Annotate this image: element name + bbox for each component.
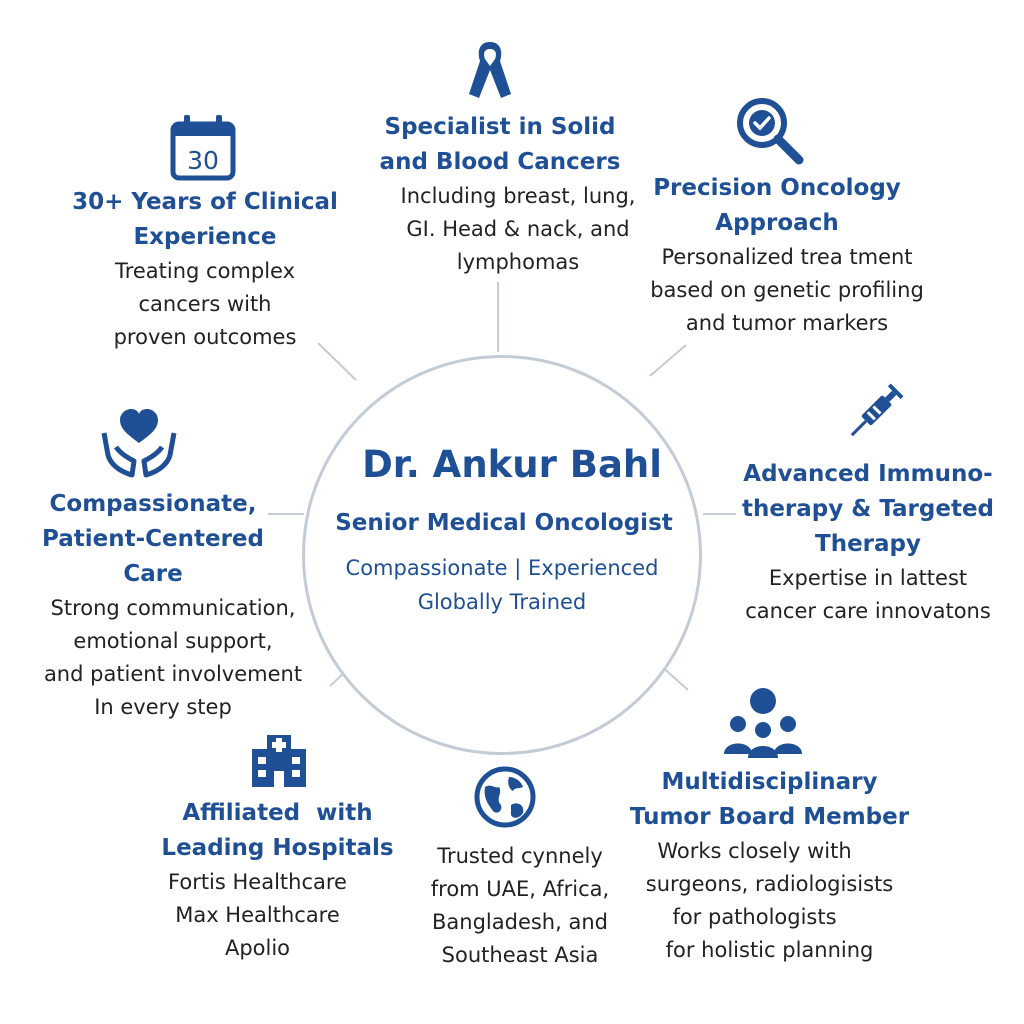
tagline-1: Compassionate | Experienced xyxy=(345,556,659,580)
body-line: and tumor markers xyxy=(685,311,889,335)
body-line: from UAE, Africa, xyxy=(430,877,610,901)
body-line: Works closely with xyxy=(657,839,852,863)
body-line: Including breast, lung, xyxy=(400,184,636,208)
body-line: based on genetic profiling xyxy=(650,278,924,302)
connector-line xyxy=(317,342,357,381)
globe-icon xyxy=(474,766,536,828)
heading-line: Tumor Board Member xyxy=(629,804,910,830)
hospitals-block: Affiliated with Leading Hospitals Fortis… xyxy=(135,796,420,965)
heading-line: Approach xyxy=(715,210,839,236)
heading-line: Experience xyxy=(133,224,277,250)
immunotherapy-body: Expertise in lattest cancer care innovat… xyxy=(718,562,1018,628)
heading-line: Leading Hospitals xyxy=(161,835,394,861)
tumor-board-body: Works closely with surgeons, radiologisi… xyxy=(612,835,927,967)
body-line: Apolio xyxy=(224,936,291,960)
connector-line xyxy=(649,344,687,377)
body-line: cancers with xyxy=(138,292,272,316)
syringe-icon xyxy=(850,383,904,437)
body-line: and patient involvement xyxy=(43,662,303,686)
heading-line: and Blood Cancers xyxy=(379,149,621,175)
heading-line: Multidisciplinary xyxy=(661,769,878,795)
heading-line: Specialist in Solid xyxy=(384,114,616,140)
heading-line: Care xyxy=(123,561,183,587)
hospitals-body: Fortis Healthcare Max Healthcare Apolio xyxy=(135,866,420,965)
body-line: Max Healthcare xyxy=(175,903,340,927)
heading-line: Therapy xyxy=(815,531,921,557)
heading-line: Patient-Centered xyxy=(41,526,264,552)
doctor-name: Dr. Ankur Bahl xyxy=(362,443,662,486)
body-line: lymphomas xyxy=(456,250,580,274)
body-line: Fortis Healthcare xyxy=(168,870,347,894)
doctor-title: Senior Medical Oncologist xyxy=(335,510,673,536)
global-block: Trusted cynnely from UAE, Africa, Bangla… xyxy=(395,840,645,972)
experience-heading: 30+ Years of Clinical Experience xyxy=(50,185,360,255)
body-line: Expertise in lattest xyxy=(768,566,968,590)
body-line: Trusted cynnely xyxy=(437,844,603,868)
calendar-icon: 30 xyxy=(170,115,236,181)
tumor-board-block: Multidisciplinary Tumor Board Member Wor… xyxy=(612,765,927,967)
body-line: Strong communication, xyxy=(50,596,296,620)
body-line: Treating complex xyxy=(114,259,296,283)
heart-hands-icon xyxy=(101,409,177,478)
precision-body: Personalized trea tment based on genetic… xyxy=(622,241,932,340)
compassion-heading: Compassionate, Patient-Centered Care xyxy=(18,487,328,592)
center-circle xyxy=(302,355,702,755)
immunotherapy-block: Advanced Immuno- therapy & Targeted Ther… xyxy=(718,457,1018,628)
heading-line: therapy & Targeted xyxy=(741,496,995,522)
experience-body: Treating complex cancers with proven out… xyxy=(50,255,360,354)
specialist-heading: Specialist in Solid and Blood Cancers xyxy=(340,110,660,180)
precision-block: Precision Oncology Approach Personalized… xyxy=(622,171,932,340)
body-line: emotional support, xyxy=(73,629,273,653)
ribbon-icon xyxy=(469,42,511,98)
body-line: for holistic planning xyxy=(665,938,874,962)
immunotherapy-heading: Advanced Immuno- therapy & Targeted Ther… xyxy=(718,457,1018,562)
compassion-block: Compassionate, Patient-Centered Care Str… xyxy=(18,487,328,724)
body-line: proven outcomes xyxy=(113,325,297,349)
hospitals-heading: Affiliated with Leading Hospitals xyxy=(135,796,420,866)
heading-line: 30+ Years of Clinical xyxy=(72,189,338,215)
team-icon xyxy=(724,688,802,758)
body-line: Personalized trea tment xyxy=(661,245,913,269)
body-line: GI. Head & nack, and xyxy=(406,217,630,241)
hospital-icon xyxy=(252,735,306,787)
body-line: surgeons, radiologisists xyxy=(645,872,894,896)
tagline-2: Globally Trained xyxy=(417,590,587,614)
body-line: In every step xyxy=(94,695,232,719)
tumor-board-heading: Multidisciplinary Tumor Board Member xyxy=(612,765,927,835)
heading-line: Compassionate, xyxy=(49,491,257,517)
heading-line: Precision Oncology xyxy=(653,175,901,201)
body-line: Southeast Asia xyxy=(441,943,599,967)
compassion-body: Strong communication, emotional support,… xyxy=(18,592,328,724)
precision-heading: Precision Oncology Approach xyxy=(622,171,932,241)
specialist-block: Specialist in Solid and Blood Cancers In… xyxy=(340,110,660,279)
experience-block: 30+ Years of Clinical Experience Treatin… xyxy=(50,185,360,354)
magnifier-check-icon xyxy=(737,98,804,165)
global-body: Trusted cynnely from UAE, Africa, Bangla… xyxy=(395,840,645,972)
body-line: Bangladesh, and xyxy=(432,910,608,934)
heading-line: Affiliated with xyxy=(182,800,373,826)
body-line: cancer care innovatons xyxy=(745,599,991,623)
calendar-icon-number: 30 xyxy=(187,146,219,175)
heading-line: Advanced Immuno- xyxy=(743,461,993,487)
body-line: for pathologists xyxy=(672,905,837,929)
specialist-body: Including breast, lung, GI. Head & nack,… xyxy=(340,180,660,279)
